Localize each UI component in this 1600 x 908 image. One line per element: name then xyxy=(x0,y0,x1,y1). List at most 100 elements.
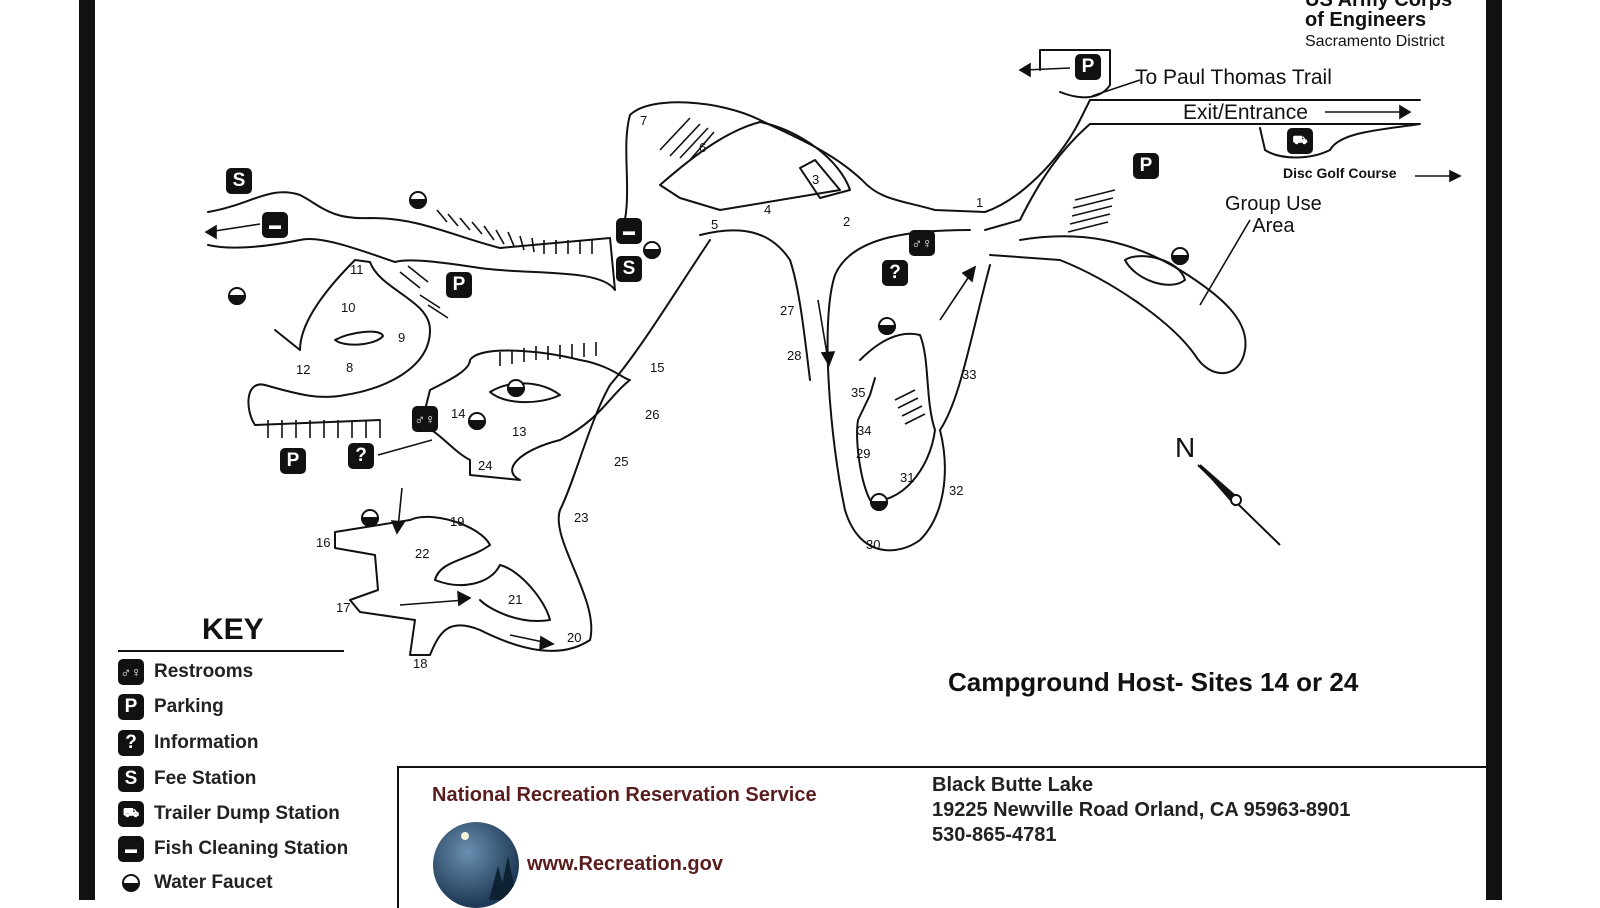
map-frame-right-border xyxy=(1486,0,1502,900)
road-campsite-10-pad xyxy=(334,330,384,346)
direction-arrows xyxy=(204,62,1462,651)
site-number: 32 xyxy=(949,483,964,498)
water-faucet-icon xyxy=(118,870,144,896)
site-number: 35 xyxy=(851,385,866,400)
road-sites-19-22 xyxy=(409,515,551,622)
restrooms-icon: ♂♀ xyxy=(412,406,438,432)
parking-stalls xyxy=(267,117,1116,438)
key-item-water-faucet: Water Faucet xyxy=(118,868,273,898)
site-number: 24 xyxy=(478,458,493,473)
fish-cleaning-icon: ▬ xyxy=(262,212,288,238)
site-number: 20 xyxy=(567,630,582,645)
site-number: 16 xyxy=(316,535,331,550)
road-group-use xyxy=(989,235,1247,375)
site-number: 11 xyxy=(350,262,364,277)
fish-cleaning-icon: ▬ xyxy=(118,836,144,862)
key-item-information: ? Information xyxy=(118,728,259,758)
site-number: 31 xyxy=(900,470,915,485)
fee-station-icon: S xyxy=(226,168,252,194)
site-number: 13 xyxy=(512,424,527,439)
parking-icon: P xyxy=(1075,54,1101,80)
road-central xyxy=(619,99,1091,239)
key-item-fish-cleaning: ▬ Fish Cleaning Station xyxy=(118,834,348,864)
road-group-use-oval xyxy=(1124,255,1186,286)
group-use-leader xyxy=(1199,219,1251,306)
site-number: 26 xyxy=(645,407,660,422)
restrooms-icon: ♂♀ xyxy=(118,659,144,685)
key-title: KEY xyxy=(202,613,264,646)
key-item-trailer-dump: ⛟ Trailer Dump Station xyxy=(118,799,340,829)
key-item-restrooms: ♂♀ Restrooms xyxy=(118,657,253,687)
site-number: 34 xyxy=(857,423,872,438)
site-number: 21 xyxy=(508,592,523,607)
site-number: 33 xyxy=(962,367,977,382)
site-number: 28 xyxy=(787,348,802,363)
trailer-dump-icon: ⛟ xyxy=(1287,128,1313,154)
road-site-13-spur xyxy=(489,382,561,404)
site-number: 23 xyxy=(574,510,589,525)
site-number: 27 xyxy=(780,303,795,318)
site-number: 2 xyxy=(843,214,851,229)
parking-icon: P xyxy=(1133,153,1159,179)
site-number: 8 xyxy=(346,360,354,375)
restrooms-icon: ♂♀ xyxy=(909,230,935,256)
website-link[interactable]: www.Recreation.gov xyxy=(527,853,723,875)
fee-station-icon: S xyxy=(118,766,144,792)
info-leader xyxy=(377,439,433,456)
road-east-inner xyxy=(856,332,936,502)
north-arrow xyxy=(1197,464,1281,546)
site-number: 15 xyxy=(650,360,665,375)
site-number: 29 xyxy=(856,446,871,461)
site-number: 1 xyxy=(976,195,984,210)
information-icon: ? xyxy=(882,260,908,286)
recreation-gov-logo xyxy=(433,822,519,908)
reservation-info-box xyxy=(397,766,1487,908)
paul-thomas-trail-label: To Paul Thomas Trail xyxy=(1135,66,1332,89)
site-number: 7 xyxy=(640,113,648,128)
trailer-dump-icon: ⛟ xyxy=(118,801,144,827)
fish-cleaning-icon: ▬ xyxy=(616,218,642,244)
agency-name: US Army Corps of Engineers xyxy=(1305,0,1453,31)
site-number: 25 xyxy=(614,454,629,469)
key-divider xyxy=(118,650,344,652)
map-frame-left-border xyxy=(79,0,95,900)
parking-icon: P xyxy=(446,272,472,298)
road-descend xyxy=(334,229,811,656)
information-icon: ? xyxy=(118,730,144,756)
site-number: 14 xyxy=(451,406,466,421)
site-number: 6 xyxy=(699,140,707,155)
information-icon: ? xyxy=(348,443,374,469)
reservation-service-name: National Recreation Reservation Service xyxy=(432,784,817,806)
exit-entrance-label: Exit/Entrance xyxy=(1183,101,1308,124)
fee-station-icon: S xyxy=(616,256,642,282)
parking-icon: P xyxy=(118,694,144,720)
road-exit xyxy=(984,99,1421,231)
site-number: 5 xyxy=(711,217,719,232)
north-label: N xyxy=(1175,432,1196,463)
site-number: 22 xyxy=(415,546,430,561)
road-east-loop xyxy=(826,229,991,552)
campground-host-note: Campground Host- Sites 14 or 24 xyxy=(948,667,1359,697)
key-item-parking: P Parking xyxy=(118,692,224,722)
road-inner-loop-8-12 xyxy=(247,259,431,426)
key-item-fee-station: S Fee Station xyxy=(118,764,256,794)
road-loop-13-24 xyxy=(419,349,631,481)
site-number: 3 xyxy=(812,172,820,187)
site-number: 17 xyxy=(336,600,351,615)
site-number: 10 xyxy=(341,300,356,315)
disc-golf-label: Disc Golf Course xyxy=(1283,165,1397,181)
road-sites-3-6 xyxy=(659,121,851,211)
site-number: 4 xyxy=(764,202,772,217)
park-address: Black Butte Lake 19225 Newville Road Orl… xyxy=(932,774,1351,846)
water-faucets xyxy=(227,191,1190,527)
parking-icon: P xyxy=(280,448,306,474)
site-number: 19 xyxy=(450,514,465,529)
site-number: 30 xyxy=(866,537,881,552)
group-use-area-label: Group Use Area xyxy=(1225,193,1322,237)
trail-leader xyxy=(1091,79,1141,97)
road-west-loop xyxy=(207,191,616,291)
agency-district: Sacramento District xyxy=(1305,33,1445,50)
site-number: 12 xyxy=(296,362,311,377)
site-number: 18 xyxy=(413,656,428,671)
